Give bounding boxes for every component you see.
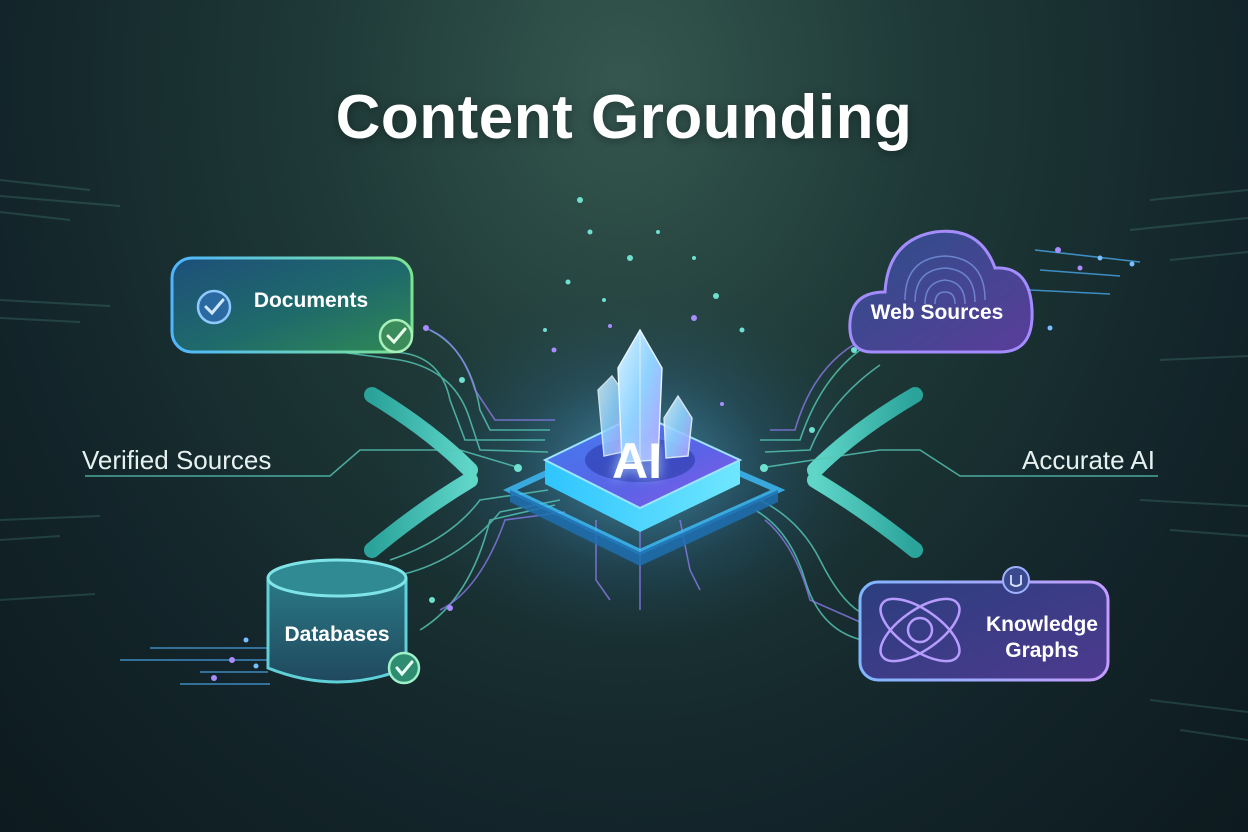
knowledge-graphs-card [858,566,1110,682]
documents-card [170,256,414,354]
check-circle-icon [196,289,232,325]
right-upper-arc [807,387,923,478]
right-lower-arc [807,472,923,558]
web-sources-label: Web Sources [870,301,1004,324]
background-code-streaks [0,179,1248,741]
page-title: Content Grounding [335,83,913,152]
web-sources-cloud [848,229,1034,354]
node-link-icon [1002,566,1030,594]
databases-label: Databases [284,623,390,646]
fingerprint-icon [904,255,986,305]
crystal-icon [597,328,693,463]
particle-dots [211,197,1135,681]
database-cylinder [266,558,421,685]
ai-core-label: AI [612,433,662,489]
verified-badge-icon [378,318,414,354]
verified-badge-icon [387,651,421,685]
left-side-label: Verified Sources [82,445,272,475]
knowledge-graphs-label: Knowledge Graphs [985,613,1098,662]
right-side-label: Accurate AI [1022,445,1155,475]
left-lower-arc [364,472,478,558]
left-upper-arc [364,387,478,478]
atom-graph-icon [879,597,961,663]
documents-label: Documents [253,289,369,312]
